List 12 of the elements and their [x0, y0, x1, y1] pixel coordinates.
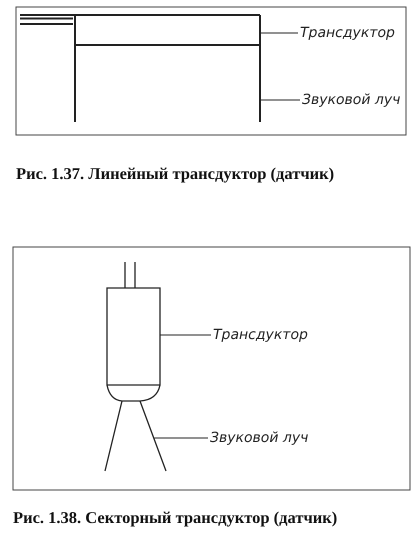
part-label: Трансдуктор: [213, 327, 308, 343]
leader-line: [160, 334, 212, 336]
part-label: Звуковой луч: [210, 430, 308, 446]
sound-beam-drawing: [74, 44, 261, 123]
sector-transducer-drawing: [106, 261, 161, 402]
part-label: Звуковой луч: [302, 92, 400, 108]
part-label: Трансдуктор: [300, 25, 395, 41]
figure-caption: Рис. 1.37. Линейный трансдуктор (датчик): [16, 164, 334, 184]
figure-caption: Рис. 1.38. Секторный трансдуктор (датчик): [13, 508, 338, 528]
sound-beam-drawing: [104, 400, 167, 472]
leader-line: [260, 32, 298, 34]
linear-transducer-drawing: [19, 14, 261, 46]
